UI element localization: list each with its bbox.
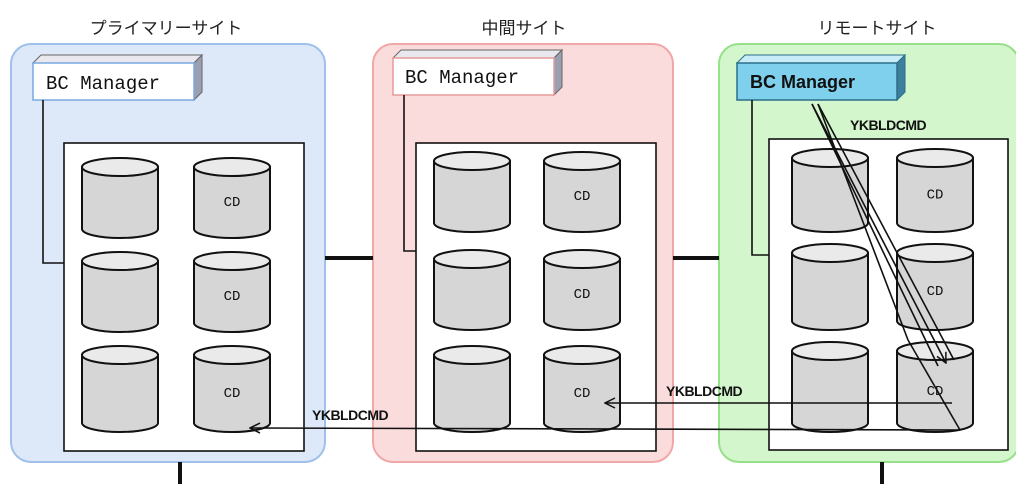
volume-primary-3 xyxy=(81,345,159,433)
cd-volume-remote-3: CD xyxy=(896,341,974,433)
volume-remote-3 xyxy=(791,341,869,433)
cd-volume-primary-1: CD xyxy=(193,157,271,239)
cd-volume-remote-1: CD xyxy=(896,148,974,233)
cd-volume-remote-2-label: CD xyxy=(927,284,944,300)
cd-volume-primary-3-label: CD xyxy=(224,386,241,402)
connector-intermediate xyxy=(403,95,416,252)
bc-manager-intermediate[interactable]: BC Manager xyxy=(391,48,564,97)
command-label-remote-local: YKBLDCMD xyxy=(850,117,926,133)
connector-remote xyxy=(751,100,769,256)
cd-volume-intermediate-1-label: CD xyxy=(574,189,591,205)
cd-volume-remote-3-label: CD xyxy=(927,384,944,400)
cd-volume-remote-1-label: CD xyxy=(927,188,944,204)
volumes-intermediate: CD CD CD xyxy=(433,151,621,433)
cd-volume-primary-3: CD xyxy=(193,345,271,433)
cd-volume-intermediate-2: CD xyxy=(543,249,621,331)
command-arrows-remote-local xyxy=(811,103,961,431)
bc-manager-intermediate-label: BC Manager xyxy=(405,67,519,89)
volume-primary-1 xyxy=(81,157,159,239)
bc-manager-primary-label: BC Manager xyxy=(46,73,160,95)
bc-manager-remote[interactable]: BC Manager xyxy=(735,53,907,102)
cd-volume-intermediate-3-label: CD xyxy=(574,386,591,402)
cd-volume-primary-2-label: CD xyxy=(224,289,241,305)
site-title-remote: リモートサイト xyxy=(818,19,937,39)
connector-primary xyxy=(42,100,64,264)
volume-remote-2 xyxy=(791,243,869,331)
volume-primary-2 xyxy=(81,251,159,333)
volume-intermediate-1 xyxy=(433,151,511,233)
bc-manager-remote-label: BC Manager xyxy=(750,72,855,92)
site-title-primary: プライマリーサイト xyxy=(90,19,243,39)
volumes-primary: CD CD CD xyxy=(81,157,271,433)
cd-volume-intermediate-1: CD xyxy=(543,151,621,233)
volume-intermediate-2 xyxy=(433,249,511,331)
command-arrow-remote-to-primary xyxy=(250,428,961,430)
command-label-remote-to-intermediate: YKBLDCMD xyxy=(666,383,742,399)
volume-intermediate-3 xyxy=(433,345,511,433)
cd-volume-primary-1-label: CD xyxy=(224,195,241,211)
cd-volume-intermediate-3: CD xyxy=(543,345,621,433)
site-title-intermediate: 中間サイト xyxy=(482,19,567,39)
command-label-remote-to-primary: YKBLDCMD xyxy=(312,407,388,423)
cd-volume-primary-2: CD xyxy=(193,251,271,333)
volumes-remote: CD CD CD xyxy=(791,148,974,433)
cd-volume-remote-2: CD xyxy=(896,243,974,331)
bc-manager-primary[interactable]: BC Manager xyxy=(31,53,204,102)
cd-volume-intermediate-2-label: CD xyxy=(574,287,591,303)
